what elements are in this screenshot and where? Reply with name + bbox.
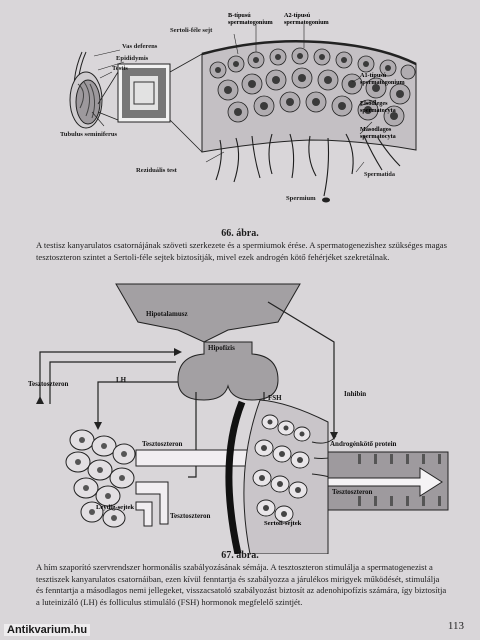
label-leydig-cells: Leydig-sejtek	[96, 504, 135, 511]
label-a1-spermatogonium: A1-típusú spermatogonium	[360, 72, 405, 86]
label-hypothalamus: Hipotalamusz	[146, 310, 188, 318]
label-secondary-spermatocyte: Másodlagos spermatocyta	[360, 126, 396, 140]
label-testis: Testis	[112, 65, 128, 72]
label-sertoli-cell: Sertoli-féle sejt	[170, 27, 213, 34]
label-testosterone-mid: Tesztoszteron	[142, 440, 183, 448]
figure-67-caption-title: 67. ábra.	[221, 550, 259, 561]
figure-66-caption-text: A testisz kanyarulatos csatornájának szö…	[36, 240, 447, 262]
label-androgen-binding-protein: Androgénkötő protein	[330, 440, 397, 448]
label-residual-body: Reziduális test	[136, 167, 178, 174]
label-b-spermatogonium: B-típusú spermatogonium	[228, 12, 273, 26]
label-vas-deferens: Vas deferens	[122, 43, 158, 50]
label-tubulus: Tubulus seminiferus	[60, 131, 118, 138]
label-lh: LH	[116, 376, 127, 384]
tubule-detail-box	[97, 53, 203, 153]
hypothalamus-shape	[115, 283, 301, 343]
label-sertoli-cells: Sertoli-sejtek	[264, 520, 302, 527]
label-spermium: Spermium	[286, 195, 316, 202]
label-epididymis: Epididymis	[116, 55, 149, 62]
lumen-region	[327, 451, 449, 511]
figure-67-diagram: Hipotalamusz Hipofízis Tesztoszteron LH …	[28, 283, 449, 554]
label-hypophysis: Hipofízis	[208, 344, 235, 352]
label-testosterone-right: Tesztoszteron	[332, 488, 373, 496]
figure-66-illustration: Vas deferens Epididymis Testis Tubulus s…	[60, 12, 417, 203]
leydig-cell-cluster	[65, 429, 136, 528]
tubule-wall	[225, 399, 341, 554]
label-testosterone-bottom: Tesztoszteron	[170, 512, 211, 520]
figure-67-caption-text: A hím szaporító szervrendszer hormonális…	[36, 562, 447, 607]
label-spermatid: Spermatida	[364, 171, 395, 178]
label-fsh: FSH	[268, 394, 282, 402]
seminiferous-tissue	[201, 39, 417, 203]
pituitary-shape	[177, 341, 279, 401]
label-testosterone-left: Tesztoszteron	[28, 380, 69, 388]
label-a2-spermatogonium: A2-típusú spermatogonium	[284, 12, 329, 26]
label-inhibin: Inhibin	[344, 390, 366, 398]
page-number: 113	[447, 620, 464, 632]
watermark-logo: Antikvarium.hu	[4, 624, 91, 636]
figure-66-caption-title: 66. ábra.	[221, 228, 259, 239]
testis-drawing	[69, 51, 103, 129]
label-primary-spermatocyte: Elsődleges spermatocyta	[360, 100, 396, 114]
